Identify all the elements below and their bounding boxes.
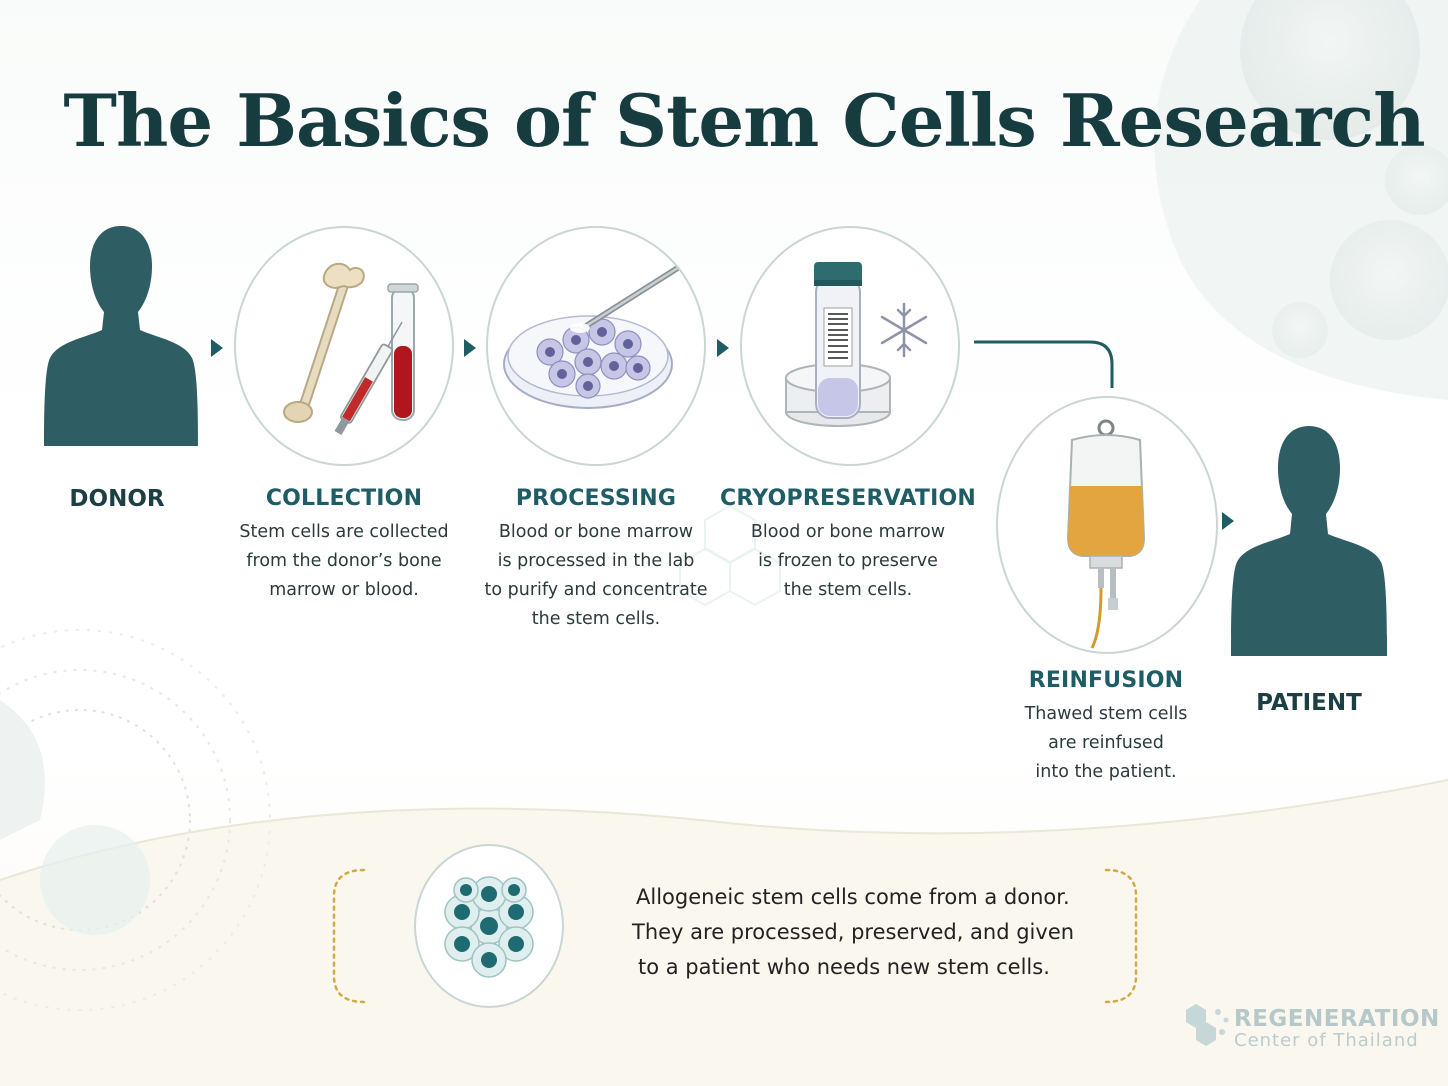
stem-cell-cluster-icon (444, 876, 534, 978)
cryopreservation-illustration (740, 226, 960, 466)
arrow-right-icon (717, 339, 729, 357)
arrow-right-icon (1222, 512, 1234, 530)
bracket-right (1104, 868, 1138, 1004)
step-title-collection: COLLECTION (265, 486, 423, 511)
collection-illustration (234, 226, 454, 466)
description-line: are reinfused (1048, 733, 1164, 753)
connector-line (974, 340, 1114, 388)
summary-line: They are processed, preserved, and given (632, 920, 1075, 944)
page-title: The Basics of Stem Cells Research (63, 78, 1425, 163)
arrow-right-icon (464, 339, 476, 357)
bracket-left (332, 868, 366, 1004)
patient-label: PATIENT (1256, 690, 1362, 716)
step-description-reinfusion: Thawed stem cells are reinfused into the… (984, 700, 1228, 787)
arrow-right-icon (211, 339, 223, 357)
description-line: Thawed stem cells (1024, 704, 1188, 724)
step-description-collection: Stem cells are collected from the donor’… (222, 518, 466, 605)
stem-cell-illustration (414, 844, 564, 1008)
donor-label: DONOR (69, 486, 165, 512)
bone-syringe-test-tube-icon (283, 262, 419, 436)
patient-silhouette-icon (1231, 426, 1387, 656)
description-line: Stem cells are collected (239, 522, 449, 542)
brand-name: REGENERATION (1234, 1006, 1440, 1032)
petri-dish-icon (503, 261, 687, 409)
brand-logo-icon (1186, 1004, 1229, 1046)
reinfusion-illustration (996, 396, 1218, 654)
step-description-cryopreservation: Blood or bone marrow is frozen to preser… (726, 518, 970, 605)
processing-illustration (486, 226, 706, 466)
description-line: the stem cells. (531, 609, 661, 629)
step-title-processing: PROCESSING (515, 486, 677, 511)
description-line: the stem cells. (783, 580, 913, 600)
summary-text: Allogeneic stem cells come from a donor.… (632, 880, 1092, 985)
description-line: to purify and concentrate (484, 580, 708, 600)
iv-bag-icon (1066, 419, 1146, 649)
brand-tagline: Center of Thailand (1234, 1030, 1419, 1051)
description-line: Blood or bone marrow (498, 522, 694, 542)
description-line: is frozen to preserve (758, 551, 938, 571)
description-line: into the patient. (1035, 762, 1177, 782)
summary-line: to a patient who needs new stem cells. (638, 955, 1050, 979)
cryo-vial-snowflake-icon (785, 262, 928, 427)
step-description-processing: Blood or bone marrow is processed in the… (474, 518, 718, 634)
step-title-reinfusion: REINFUSION (1028, 668, 1184, 693)
summary-line: Allogeneic stem cells come from a donor. (636, 885, 1070, 909)
description-line: from the donor’s bone (246, 551, 442, 571)
description-line: Blood or bone marrow (750, 522, 946, 542)
description-line: marrow or blood. (269, 580, 419, 600)
description-line: is processed in the lab (497, 551, 695, 571)
step-title-cryopreservation: CRYOPRESERVATION (720, 486, 976, 511)
donor-silhouette-icon (44, 226, 198, 446)
